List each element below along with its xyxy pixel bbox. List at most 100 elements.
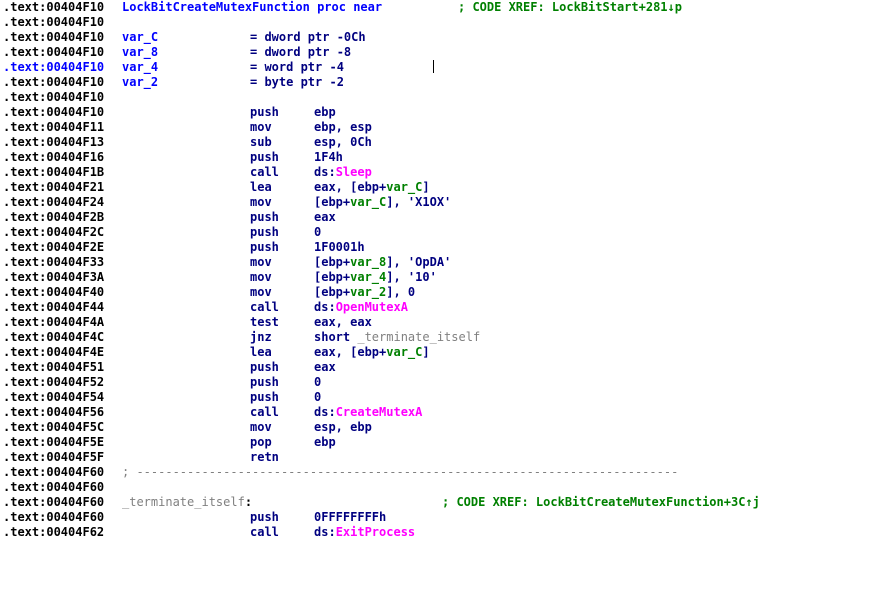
mnemonic: mov	[250, 420, 272, 434]
text-cursor	[433, 60, 434, 73]
instruction-line[interactable]: .text:00404F10 push ebp	[0, 105, 885, 120]
stack-var-ref[interactable]: var_C	[350, 195, 387, 209]
instruction-line[interactable]: .text:00404F2E push 1F0001h	[0, 240, 885, 255]
stack-var-name[interactable]: var_4	[122, 60, 159, 74]
separator-line[interactable]: .text:00404F60 ; -----------------------…	[0, 465, 885, 480]
operands[interactable]: esp, 0Ch	[314, 135, 372, 149]
instruction-line[interactable]: .text:00404F5E pop ebp	[0, 435, 885, 450]
instruction-line[interactable]: .text:00404F4A test eax, eax	[0, 315, 885, 330]
stack-var-ref[interactable]: var_2	[350, 285, 387, 299]
stack-var-ref[interactable]: var_C	[386, 180, 423, 194]
stack-var-name[interactable]: var_2	[122, 75, 159, 89]
operands[interactable]: ds:CreateMutexA	[314, 405, 423, 419]
xref-comment[interactable]: ; CODE XREF: LockBitCreateMutexFunction+…	[442, 495, 760, 509]
mnemonic: lea	[250, 345, 272, 359]
listing-line[interactable]: .text:00404F10	[0, 90, 885, 105]
instruction-line[interactable]: .text:00404F62 call ds:ExitProcess	[0, 525, 885, 540]
code-label[interactable]: _terminate_itself:	[122, 495, 253, 509]
stack-var-ref[interactable]: var_C	[386, 345, 423, 359]
stack-var-ref[interactable]: var_4	[350, 270, 387, 284]
stack-var-def: = word ptr -4	[250, 60, 344, 74]
api-import-openmutexa[interactable]: OpenMutexA	[335, 300, 408, 314]
mnemonic: call	[250, 405, 279, 419]
proc-header-line[interactable]: .text:00404F10 LockBitCreateMutexFunctio…	[0, 0, 885, 15]
api-import-createmutexa[interactable]: CreateMutexA	[335, 405, 423, 419]
operands[interactable]: [ebp+var_2], 0	[314, 285, 416, 299]
address: .text:00404F4E	[3, 345, 105, 359]
instruction-line[interactable]: .text:00404F33 mov [ebp+var_8], 'OpDA'	[0, 255, 885, 270]
address: .text:00404F5E	[3, 435, 105, 449]
operands[interactable]: 0	[314, 390, 322, 404]
instruction-line[interactable]: .text:00404F5F retn	[0, 450, 885, 465]
operands[interactable]: 0	[314, 225, 322, 239]
stack-var-line[interactable]: .text:00404F10 var_C = dword ptr -0Ch	[0, 30, 885, 45]
instruction-line[interactable]: .text:00404F44 call ds:OpenMutexA	[0, 300, 885, 315]
instruction-line[interactable]: .text:00404F16 push 1F4h	[0, 150, 885, 165]
operands[interactable]: ds:OpenMutexA	[314, 300, 408, 314]
stack-var-name[interactable]: var_8	[122, 45, 159, 59]
proc-name[interactable]: LockBitCreateMutexFunction proc near	[122, 0, 383, 14]
operands[interactable]: 1F4h	[314, 150, 343, 164]
instruction-line[interactable]: .text:00404F24 mov [ebp+var_C], 'X1OX'	[0, 195, 885, 210]
address: .text:00404F24	[3, 195, 105, 209]
operands[interactable]: eax, [ebp+var_C]	[314, 180, 430, 194]
instruction-line[interactable]: .text:00404F56 call ds:CreateMutexA	[0, 405, 885, 420]
operands[interactable]: eax	[314, 210, 336, 224]
operands[interactable]: 0	[314, 375, 322, 389]
operands[interactable]: ds:ExitProcess	[314, 525, 416, 539]
operands[interactable]: eax, [ebp+var_C]	[314, 345, 430, 359]
instruction-line[interactable]: .text:00404F2B push eax	[0, 210, 885, 225]
operands[interactable]: ebp	[314, 435, 336, 449]
listing-line[interactable]: .text:00404F10	[0, 15, 885, 30]
instruction-line[interactable]: .text:00404F51 push eax	[0, 360, 885, 375]
instruction-line[interactable]: .text:00404F11 mov ebp, esp	[0, 120, 885, 135]
operands[interactable]: ds:Sleep	[314, 165, 372, 179]
operands[interactable]: 0FFFFFFFFh	[314, 510, 387, 524]
address: .text:00404F3A	[3, 270, 105, 284]
api-import-exitprocess[interactable]: ExitProcess	[335, 525, 416, 539]
address: .text:00404F62	[3, 525, 105, 539]
instruction-line[interactable]: .text:00404F4C jnz short _terminate_itse…	[0, 330, 885, 345]
operands[interactable]: short _terminate_itself	[314, 330, 481, 344]
stack-var-line[interactable]: .text:00404F10 var_8 = dword ptr -8	[0, 45, 885, 60]
instruction-line[interactable]: .text:00404F40 mov [ebp+var_2], 0	[0, 285, 885, 300]
operands[interactable]: eax, eax	[314, 315, 372, 329]
operands[interactable]: ebp	[314, 105, 336, 119]
instruction-line[interactable]: .text:00404F21 lea eax, [ebp+var_C]	[0, 180, 885, 195]
api-import-sleep[interactable]: Sleep	[335, 165, 372, 179]
operands[interactable]: eax	[314, 360, 336, 374]
instruction-line[interactable]: .text:00404F5C mov esp, ebp	[0, 420, 885, 435]
instruction-line[interactable]: .text:00404F2C push 0	[0, 225, 885, 240]
address: .text:00404F16	[3, 150, 105, 164]
stack-var-name[interactable]: var_C	[122, 30, 159, 44]
stack-var-line[interactable]: .text:00404F10 var_2 = byte ptr -2	[0, 75, 885, 90]
operands[interactable]: 1F0001h	[314, 240, 365, 254]
instruction-line[interactable]: .text:00404F54 push 0	[0, 390, 885, 405]
instruction-line[interactable]: .text:00404F4E lea eax, [ebp+var_C]	[0, 345, 885, 360]
instruction-line[interactable]: .text:00404F60 push 0FFFFFFFFh	[0, 510, 885, 525]
mnemonic: call	[250, 300, 279, 314]
disassembly-listing[interactable]: .text:00404F10 LockBitCreateMutexFunctio…	[0, 0, 885, 540]
mnemonic: pop	[250, 435, 272, 449]
jump-target-ref[interactable]: _terminate_itself	[357, 330, 481, 344]
operands[interactable]: [ebp+var_8], 'OpDA'	[314, 255, 452, 269]
address: .text:00404F54	[3, 390, 105, 404]
operands[interactable]: [ebp+var_4], '10'	[314, 270, 437, 284]
xref-comment[interactable]: ; CODE XREF: LockBitStart+281↓p	[458, 0, 682, 14]
instruction-line[interactable]: .text:00404F1B call ds:Sleep	[0, 165, 885, 180]
address: .text:00404F60	[3, 480, 105, 494]
mnemonic: push	[250, 375, 279, 389]
operands[interactable]: [ebp+var_C], 'X1OX'	[314, 195, 452, 209]
label-line[interactable]: .text:00404F60 _terminate_itself: ; CODE…	[0, 495, 885, 510]
instruction-line[interactable]: .text:00404F52 push 0	[0, 375, 885, 390]
instruction-line[interactable]: .text:00404F3A mov [ebp+var_4], '10'	[0, 270, 885, 285]
mnemonic: push	[250, 510, 279, 524]
address: .text:00404F21	[3, 180, 105, 194]
operands[interactable]: ebp, esp	[314, 120, 372, 134]
instruction-line[interactable]: .text:00404F13 sub esp, 0Ch	[0, 135, 885, 150]
listing-line[interactable]: .text:00404F60	[0, 480, 885, 495]
operands[interactable]: esp, ebp	[314, 420, 372, 434]
stack-var-line-selected[interactable]: .text:00404F10 var_4 = word ptr -4	[0, 60, 885, 75]
stack-var-ref[interactable]: var_8	[350, 255, 387, 269]
mnemonic: mov	[250, 195, 272, 209]
